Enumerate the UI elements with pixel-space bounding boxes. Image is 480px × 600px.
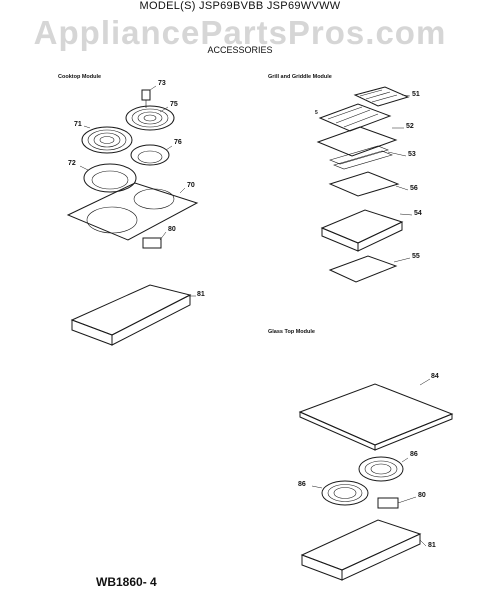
part-label-73: 73 [158, 80, 166, 87]
part-label-80-glass: 80 [418, 492, 426, 499]
watermark: AppliancePartsPros.com [33, 14, 447, 51]
part-label-5: 5 [315, 110, 318, 116]
grill-base-54 [320, 209, 404, 252]
glass-top-84 [298, 383, 454, 451]
grease-pan-55 [328, 255, 398, 283]
box-81-glass [300, 519, 422, 581]
rock-tray-56 [328, 171, 400, 197]
part-label-84: 84 [431, 373, 439, 380]
drip-pan-76 [130, 144, 170, 166]
cooktop-module-label: Cooktop Module [58, 74, 102, 80]
part-label-80-cooktop: 80 [168, 226, 176, 233]
part-label-71: 71 [74, 121, 82, 128]
part-label-72: 72 [68, 160, 76, 167]
part-label-52: 52 [406, 123, 414, 130]
grate-52 [316, 126, 398, 157]
grill-rack-51 [353, 86, 410, 107]
box-81 [70, 284, 192, 346]
part-label-70: 70 [187, 182, 195, 189]
part-label-81-cooktop: 81 [197, 291, 205, 298]
griddle-5 [318, 103, 392, 132]
element-86-right [358, 456, 404, 482]
element-75 [125, 105, 175, 131]
part-label-86-left: 86 [298, 481, 306, 488]
receptacle-80-glass [377, 497, 399, 509]
part-label-75: 75 [170, 101, 178, 108]
model-title: MODEL(S) JSP69BVBB JSP69WVWW [139, 0, 341, 12]
part-label-54: 54 [414, 210, 422, 217]
diagram-code: WB1860- 4 [96, 575, 157, 589]
part-label-76: 76 [174, 139, 182, 146]
receptacle-80 [142, 237, 162, 249]
element-71 [81, 126, 133, 154]
grill-module-label: Grill and Griddle Module [268, 74, 332, 80]
element-53 [329, 145, 393, 170]
part-label-53: 53 [408, 151, 416, 158]
element-86-left [321, 480, 369, 506]
switch-73 [141, 89, 151, 108]
cooktop-plate-70 [66, 182, 199, 241]
part-label-55: 55 [412, 253, 420, 260]
drip-pan-72 [83, 163, 137, 193]
part-label-81-glass: 81 [428, 542, 436, 549]
section-title: ACCESSORIES [207, 45, 273, 55]
part-label-56: 56 [410, 185, 418, 192]
glass-module-label: Glass Top Module [268, 329, 315, 335]
part-label-51: 51 [412, 91, 420, 98]
part-label-86-right: 86 [410, 451, 418, 458]
leader-lines [79, 85, 431, 547]
